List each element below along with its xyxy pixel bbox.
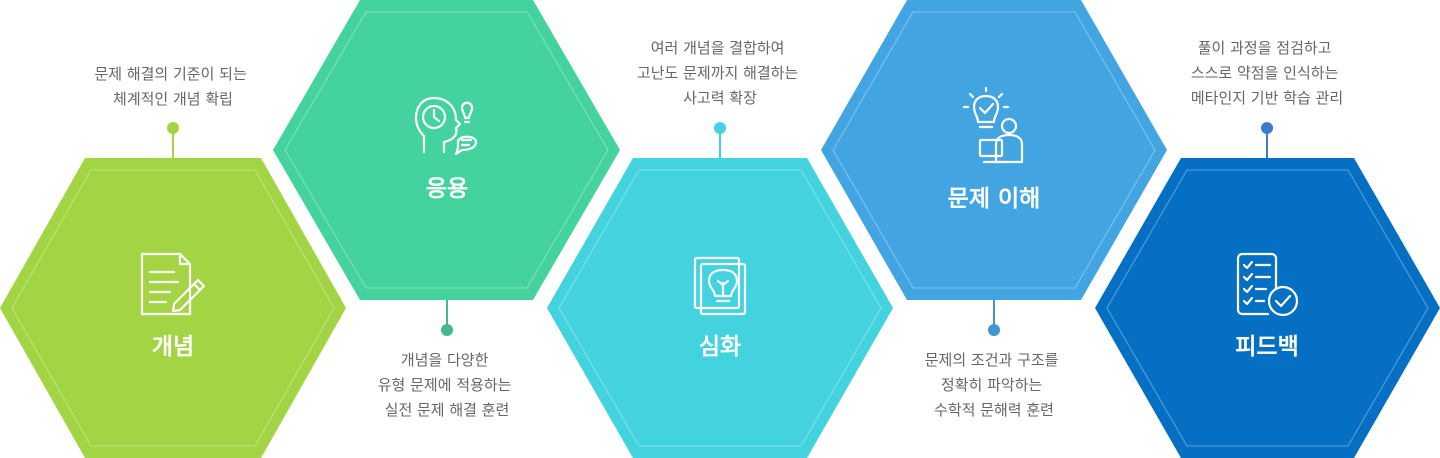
step-description: 풀이 과정을 점검하고 스스로 약점을 인식하는 메타인지 기반 학습 관리 bbox=[1191, 39, 1343, 107]
step-title: 개념 bbox=[152, 334, 194, 360]
step-feedback: 피드백 풀이 과정을 점검하고 스스로 약점을 인식하는 메타인지 기반 학습 … bbox=[1095, 39, 1440, 458]
checklist-check-icon bbox=[1236, 252, 1299, 317]
hexagon-inner-outline bbox=[11, 169, 335, 447]
hexagon-inner-outline bbox=[558, 169, 882, 447]
connector-dot bbox=[441, 324, 453, 336]
connector-dot bbox=[714, 122, 726, 134]
description-line: 사고력 확장 bbox=[683, 89, 757, 107]
hexagon-feedback bbox=[1095, 158, 1440, 458]
hexagon-inner-outline bbox=[832, 11, 1156, 289]
step-description: 여러 개념을 결합하여 고난도 문제까지 해결하는 사고력 확장 bbox=[637, 39, 803, 107]
step-problem-understanding: 문제 이해 문제의 조건과 구조를 정확히 파악하는 수학적 문해력 훈련 bbox=[821, 0, 1167, 419]
description-line: 스스로 약점을 인식하는 bbox=[1191, 64, 1339, 82]
description-line: 유형 문제에 적용하는 bbox=[378, 376, 512, 394]
description-line: 메타인지 기반 학습 관리 bbox=[1191, 89, 1343, 107]
description-line: 문제의 조건과 구조를 bbox=[925, 351, 1059, 369]
person-idea-icon bbox=[962, 86, 1024, 164]
description-line: 체계적인 개념 확립 bbox=[113, 90, 233, 108]
hexagon-inner-outline bbox=[284, 11, 609, 289]
lightbulb-cards-icon bbox=[693, 256, 747, 316]
step-concept: 개념 문제 해결의 기준이 되는 체계적인 개념 확립 bbox=[0, 65, 346, 458]
step-title: 피드백 bbox=[1235, 334, 1298, 360]
connector-dot bbox=[167, 122, 179, 134]
brain-idea-icon bbox=[414, 96, 478, 156]
hexagon-problem-understanding bbox=[821, 0, 1167, 300]
description-line: 풀이 과정을 점검하고 bbox=[1198, 39, 1332, 57]
step-title: 응용 bbox=[426, 176, 468, 202]
step-description: 문제의 조건과 구조를 정확히 파악하는 수학적 문해력 훈련 bbox=[925, 351, 1064, 419]
connector-dot bbox=[988, 324, 1000, 336]
description-line: 고난도 문제까지 해결하는 bbox=[637, 64, 799, 82]
step-application: 응용 개념을 다양한 유형 문제에 적용하는 실전 문제 해결 훈련 bbox=[273, 0, 620, 419]
description-line: 개념을 다양한 bbox=[401, 351, 489, 369]
step-description: 문제 해결의 기준이 되는 체계적인 개념 확립 bbox=[94, 65, 251, 108]
document-pencil-icon bbox=[140, 252, 206, 316]
step-title: 문제 이해 bbox=[948, 186, 1041, 212]
step-title: 심화 bbox=[699, 334, 741, 360]
step-description: 개념을 다양한 유형 문제에 적용하는 실전 문제 해결 훈련 bbox=[378, 351, 517, 419]
hexagon-inner-outline bbox=[1106, 169, 1429, 447]
description-line: 정확히 파악하는 bbox=[941, 376, 1043, 394]
hexagon-application bbox=[273, 0, 620, 300]
connector-dot bbox=[1261, 122, 1273, 134]
description-line: 실전 문제 해결 훈련 bbox=[385, 401, 510, 419]
description-line: 여러 개념을 결합하여 bbox=[651, 39, 785, 57]
description-line: 문제 해결의 기준이 되는 bbox=[94, 65, 247, 83]
description-line: 수학적 문해력 훈련 bbox=[934, 401, 1054, 419]
step-advanced: 심화 여러 개념을 결합하여 고난도 문제까지 해결하는 사고력 확장 bbox=[547, 39, 893, 458]
